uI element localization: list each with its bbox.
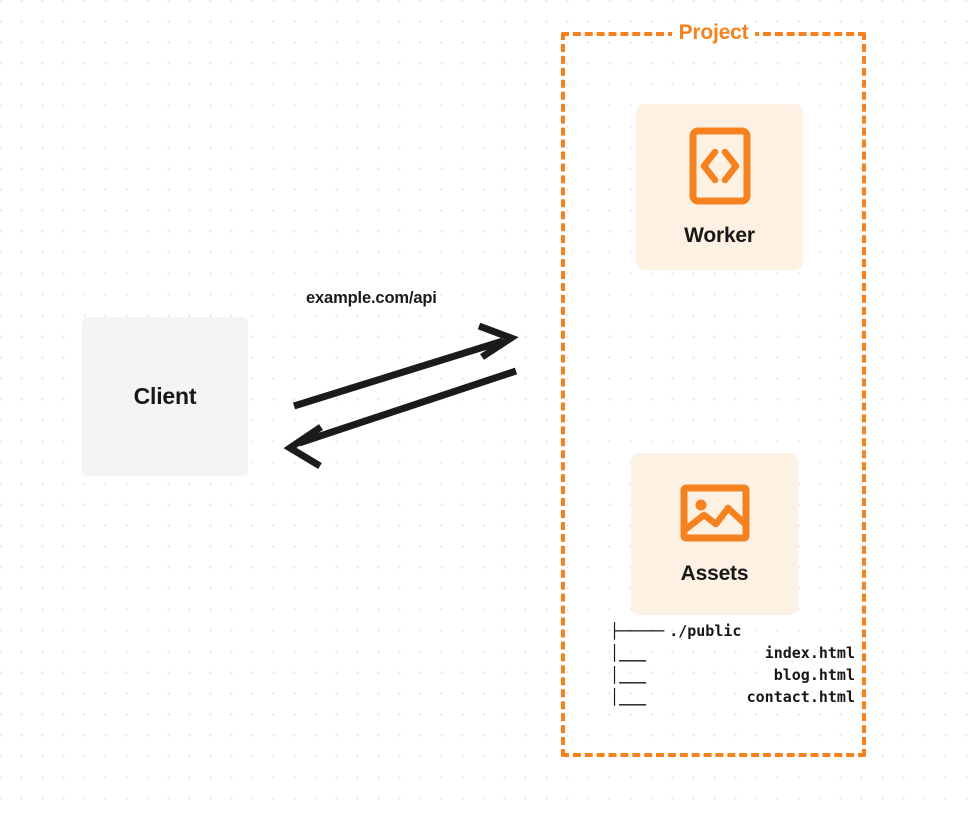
tree-branch-glyph: │___ — [610, 644, 647, 662]
worker-card-label: Worker — [684, 223, 755, 247]
code-brackets-icon — [689, 127, 751, 210]
image-picture-icon — [680, 483, 750, 548]
tree-branch-glyph: ├───── — [610, 622, 665, 640]
request-arrow-icon — [292, 322, 519, 410]
project-title: Project — [671, 21, 756, 45]
file-tree-row: ├─────./public — [610, 620, 855, 642]
tree-item-name: ./public — [669, 622, 742, 640]
tree-branch-glyph: │___ — [610, 666, 647, 684]
tree-item-name: contact.html — [746, 688, 855, 706]
tree-branch-glyph: │___ — [610, 688, 647, 706]
file-tree-row: │___ blog.html — [610, 664, 855, 686]
assets-file-tree: ├─────./public │___ index.html │___ blog.h… — [610, 620, 855, 708]
client-node[interactable]: Client — [82, 317, 248, 476]
project-container: Project Worker Assets — [561, 21, 866, 757]
connector-label: example.com/api — [306, 289, 437, 307]
assets-card[interactable]: Assets — [631, 453, 798, 615]
tree-item-name: blog.html — [773, 666, 855, 684]
assets-card-label: Assets — [680, 561, 749, 585]
response-arrow-icon — [283, 367, 518, 470]
file-tree-row: │___ contact.html — [610, 686, 855, 708]
tree-item-name: index.html — [764, 644, 855, 662]
worker-card[interactable]: Worker — [636, 104, 803, 270]
client-node-label: Client — [133, 383, 197, 409]
file-tree-row: │___ index.html — [610, 642, 855, 664]
